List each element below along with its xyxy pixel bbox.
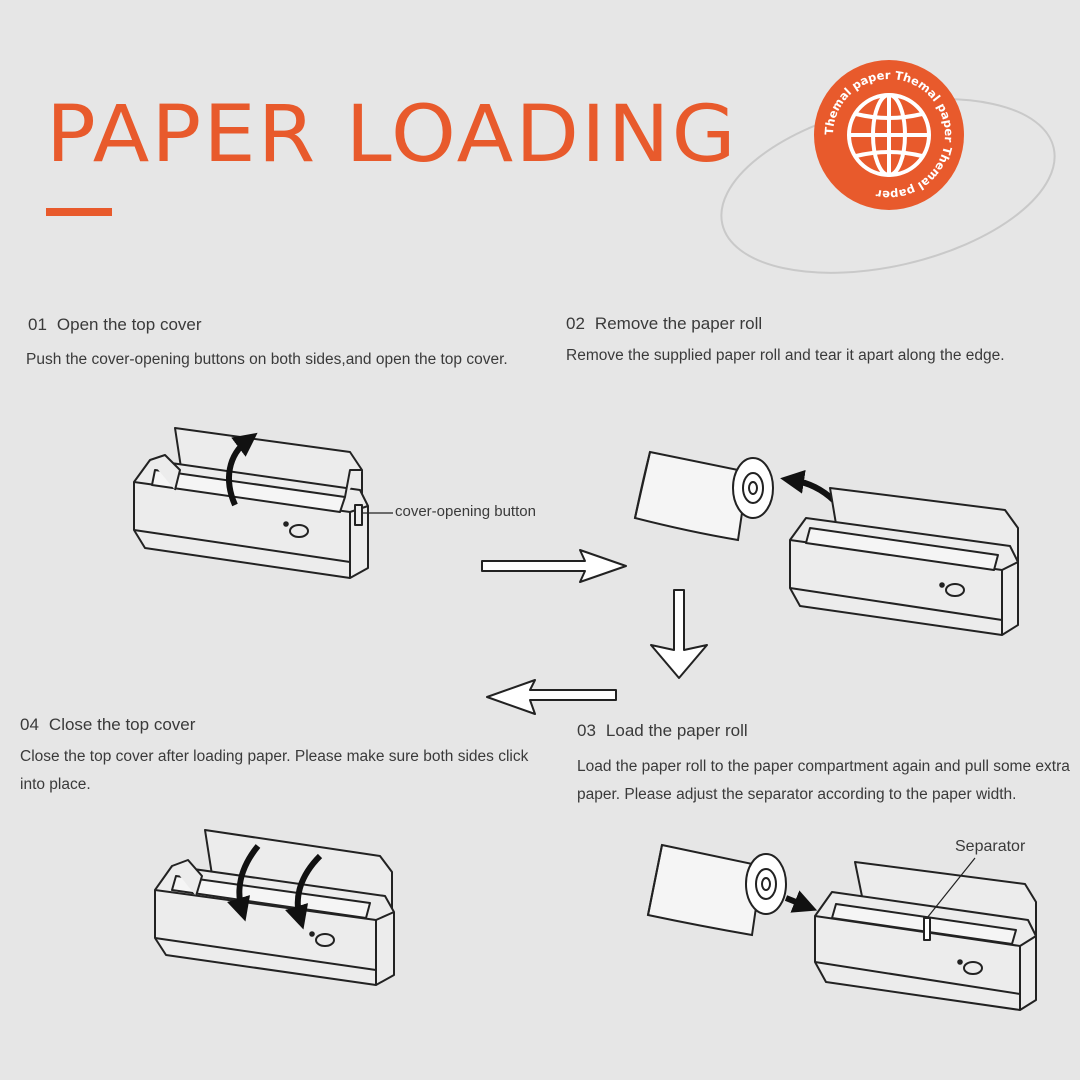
- step-01-description: Push the cover-opening buttons on both s…: [26, 351, 508, 368]
- step-04-title: Close the top cover: [48, 715, 196, 734]
- globe-icon: [847, 93, 931, 177]
- step-03-heading: 03 Load the paper roll: [577, 721, 748, 741]
- step-04-number: 04: [20, 715, 39, 734]
- step-02-description: Remove the supplied paper roll and tear …: [566, 347, 1005, 364]
- step-01-heading: 01 Open the top cover: [28, 315, 202, 335]
- step-03-insert-arrow-icon: [784, 890, 818, 913]
- page-title: PAPER LOADING: [46, 90, 738, 180]
- printer-open-illustration: [133, 427, 393, 579]
- printer-remove-illustration: [789, 487, 1019, 636]
- flow-arrow-left-icon: [486, 679, 617, 715]
- step-02-heading: 02 Remove the paper roll: [566, 314, 762, 334]
- step-02-number: 02: [566, 314, 585, 333]
- thermal-paper-badge: Themal paper Themal paper Themal paper: [814, 60, 964, 210]
- title-underline: [46, 208, 112, 216]
- step-03-description: Load the paper roll to the paper compart…: [577, 758, 1070, 803]
- flow-arrow-right-icon: [481, 549, 627, 583]
- paper-roll-load-illustration: [646, 843, 787, 937]
- flow-arrow-down-icon: [650, 589, 708, 679]
- step-02-title: Remove the paper roll: [594, 314, 763, 333]
- step-04-close-arrow-2-icon: [285, 853, 323, 930]
- step-03-number: 03: [577, 721, 596, 740]
- step-04-close-arrow-1-icon: [227, 844, 261, 922]
- step-04-description: Close the top cover after loading paper.…: [20, 748, 529, 793]
- cover-button-label: cover-opening button: [395, 503, 536, 520]
- paper-roll-illustration: [633, 450, 774, 542]
- separator-label: Separator: [955, 838, 1026, 855]
- step-03-title: Load the paper roll: [605, 721, 748, 740]
- printer-close-illustration: [154, 829, 395, 986]
- step-01-number: 01: [28, 315, 47, 334]
- step-04-heading: 04 Close the top cover: [20, 715, 195, 735]
- step-01-open-arrow-icon: [226, 432, 258, 507]
- step-01-title: Open the top cover: [56, 315, 202, 334]
- printer-load-illustration: [814, 857, 1037, 1011]
